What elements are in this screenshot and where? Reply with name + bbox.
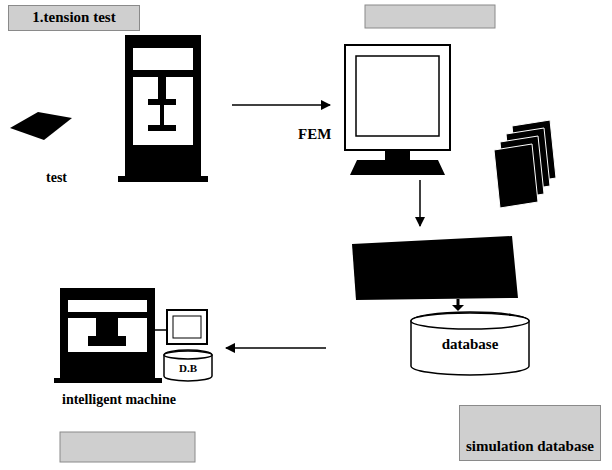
computer-monitor	[345, 45, 450, 175]
tension-machine	[118, 35, 208, 182]
flow-arrow	[226, 347, 326, 349]
flow-arrow	[419, 180, 421, 226]
cylinder-body	[411, 312, 529, 375]
caption-banner: simulation database	[459, 405, 601, 461]
result-sheets	[494, 120, 556, 208]
flow-arrow	[232, 104, 330, 106]
empty-banner	[60, 432, 195, 462]
node-text: database	[442, 336, 499, 353]
cylinder-body	[164, 350, 212, 381]
processing-box	[352, 236, 518, 300]
node-text: D.B	[179, 362, 197, 374]
machine-label: intelligent machine	[62, 392, 176, 407]
specimen-sheet	[10, 112, 72, 140]
node-text: 1.tension test	[32, 9, 115, 26]
flow-arrow	[452, 305, 464, 311]
title-banner: 1.tension test	[8, 5, 140, 31]
node-text: simulation database	[466, 438, 594, 455]
empty-banner	[365, 5, 495, 28]
step-label: test	[46, 170, 67, 185]
cylinder-top	[164, 351, 212, 359]
database-cylinder: database	[410, 312, 530, 376]
db-cylinder: D.B	[163, 350, 213, 382]
cylinder-top	[411, 313, 529, 329]
software-label: FEM	[298, 126, 331, 143]
intelligent-machine	[54, 288, 207, 383]
